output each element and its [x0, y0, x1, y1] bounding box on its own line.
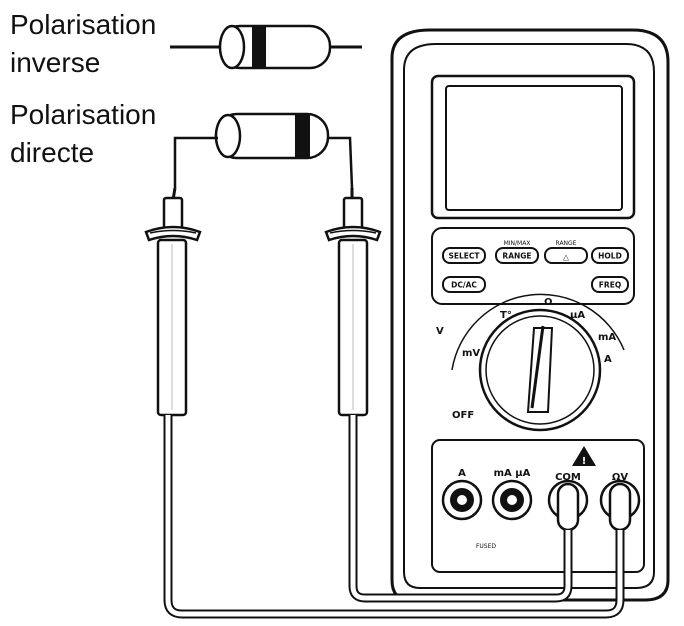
svg-text:Ω: Ω [544, 297, 553, 308]
select-button[interactable]: SELECT [442, 247, 486, 264]
freq-button[interactable]: FREQ [591, 276, 629, 293]
left-lead-wire [173, 136, 218, 188]
svg-text:µA: µA [570, 310, 585, 321]
svg-text:!: ! [582, 456, 587, 467]
dcac-button[interactable]: DC/AC [442, 276, 486, 293]
reverse-label-line1: Polarisation [10, 9, 157, 40]
jack-a[interactable] [441, 479, 483, 521]
forward-label-line2: directe [10, 137, 95, 168]
svg-text:mA: mA [598, 332, 616, 343]
svg-text:MIN/MAX: MIN/MAX [504, 240, 531, 247]
warning-triangle-icon [572, 446, 596, 466]
jack-ma[interactable] [491, 479, 533, 521]
svg-text:FREQ: FREQ [599, 281, 621, 290]
svg-text:ΩV: ΩV [612, 472, 629, 483]
range-button[interactable]: MIN/MAX RANGE [495, 240, 539, 264]
svg-text:mA µA: mA µA [494, 468, 531, 479]
diode-reverse-icon [170, 24, 362, 70]
rotary-dial-icon[interactable]: V mV T° Ω µA mA A OFF [436, 293, 625, 432]
svg-text:COM: COM [555, 472, 581, 483]
svg-text:V: V [436, 326, 444, 337]
probe-icon [144, 187, 202, 417]
probe-icon-right [324, 188, 382, 417]
right-lead-wire [328, 136, 354, 189]
svg-text:SELECT: SELECT [448, 252, 480, 261]
svg-text:FUSED: FUSED [476, 543, 496, 550]
hold-button[interactable]: HOLD [591, 247, 629, 264]
relative-button[interactable]: RANGE △ [544, 240, 588, 264]
svg-text:HOLD: HOLD [598, 252, 622, 261]
jack-panel: ! A mA µA COM ΩV FUSED [431, 439, 645, 573]
svg-text:△: △ [563, 253, 569, 262]
svg-text:A: A [458, 468, 466, 479]
svg-text:A: A [604, 354, 612, 365]
forward-label-line1: Polarisation [10, 99, 157, 130]
svg-text:T°: T° [500, 310, 512, 321]
svg-text:mV: mV [462, 348, 480, 359]
svg-text:DC/AC: DC/AC [451, 281, 477, 290]
svg-text:RANGE: RANGE [556, 240, 577, 247]
diode-forward-icon [214, 112, 330, 160]
svg-text:RANGE: RANGE [502, 252, 531, 261]
svg-text:OFF: OFF [452, 410, 474, 421]
reverse-label-line2: inverse [10, 47, 101, 78]
